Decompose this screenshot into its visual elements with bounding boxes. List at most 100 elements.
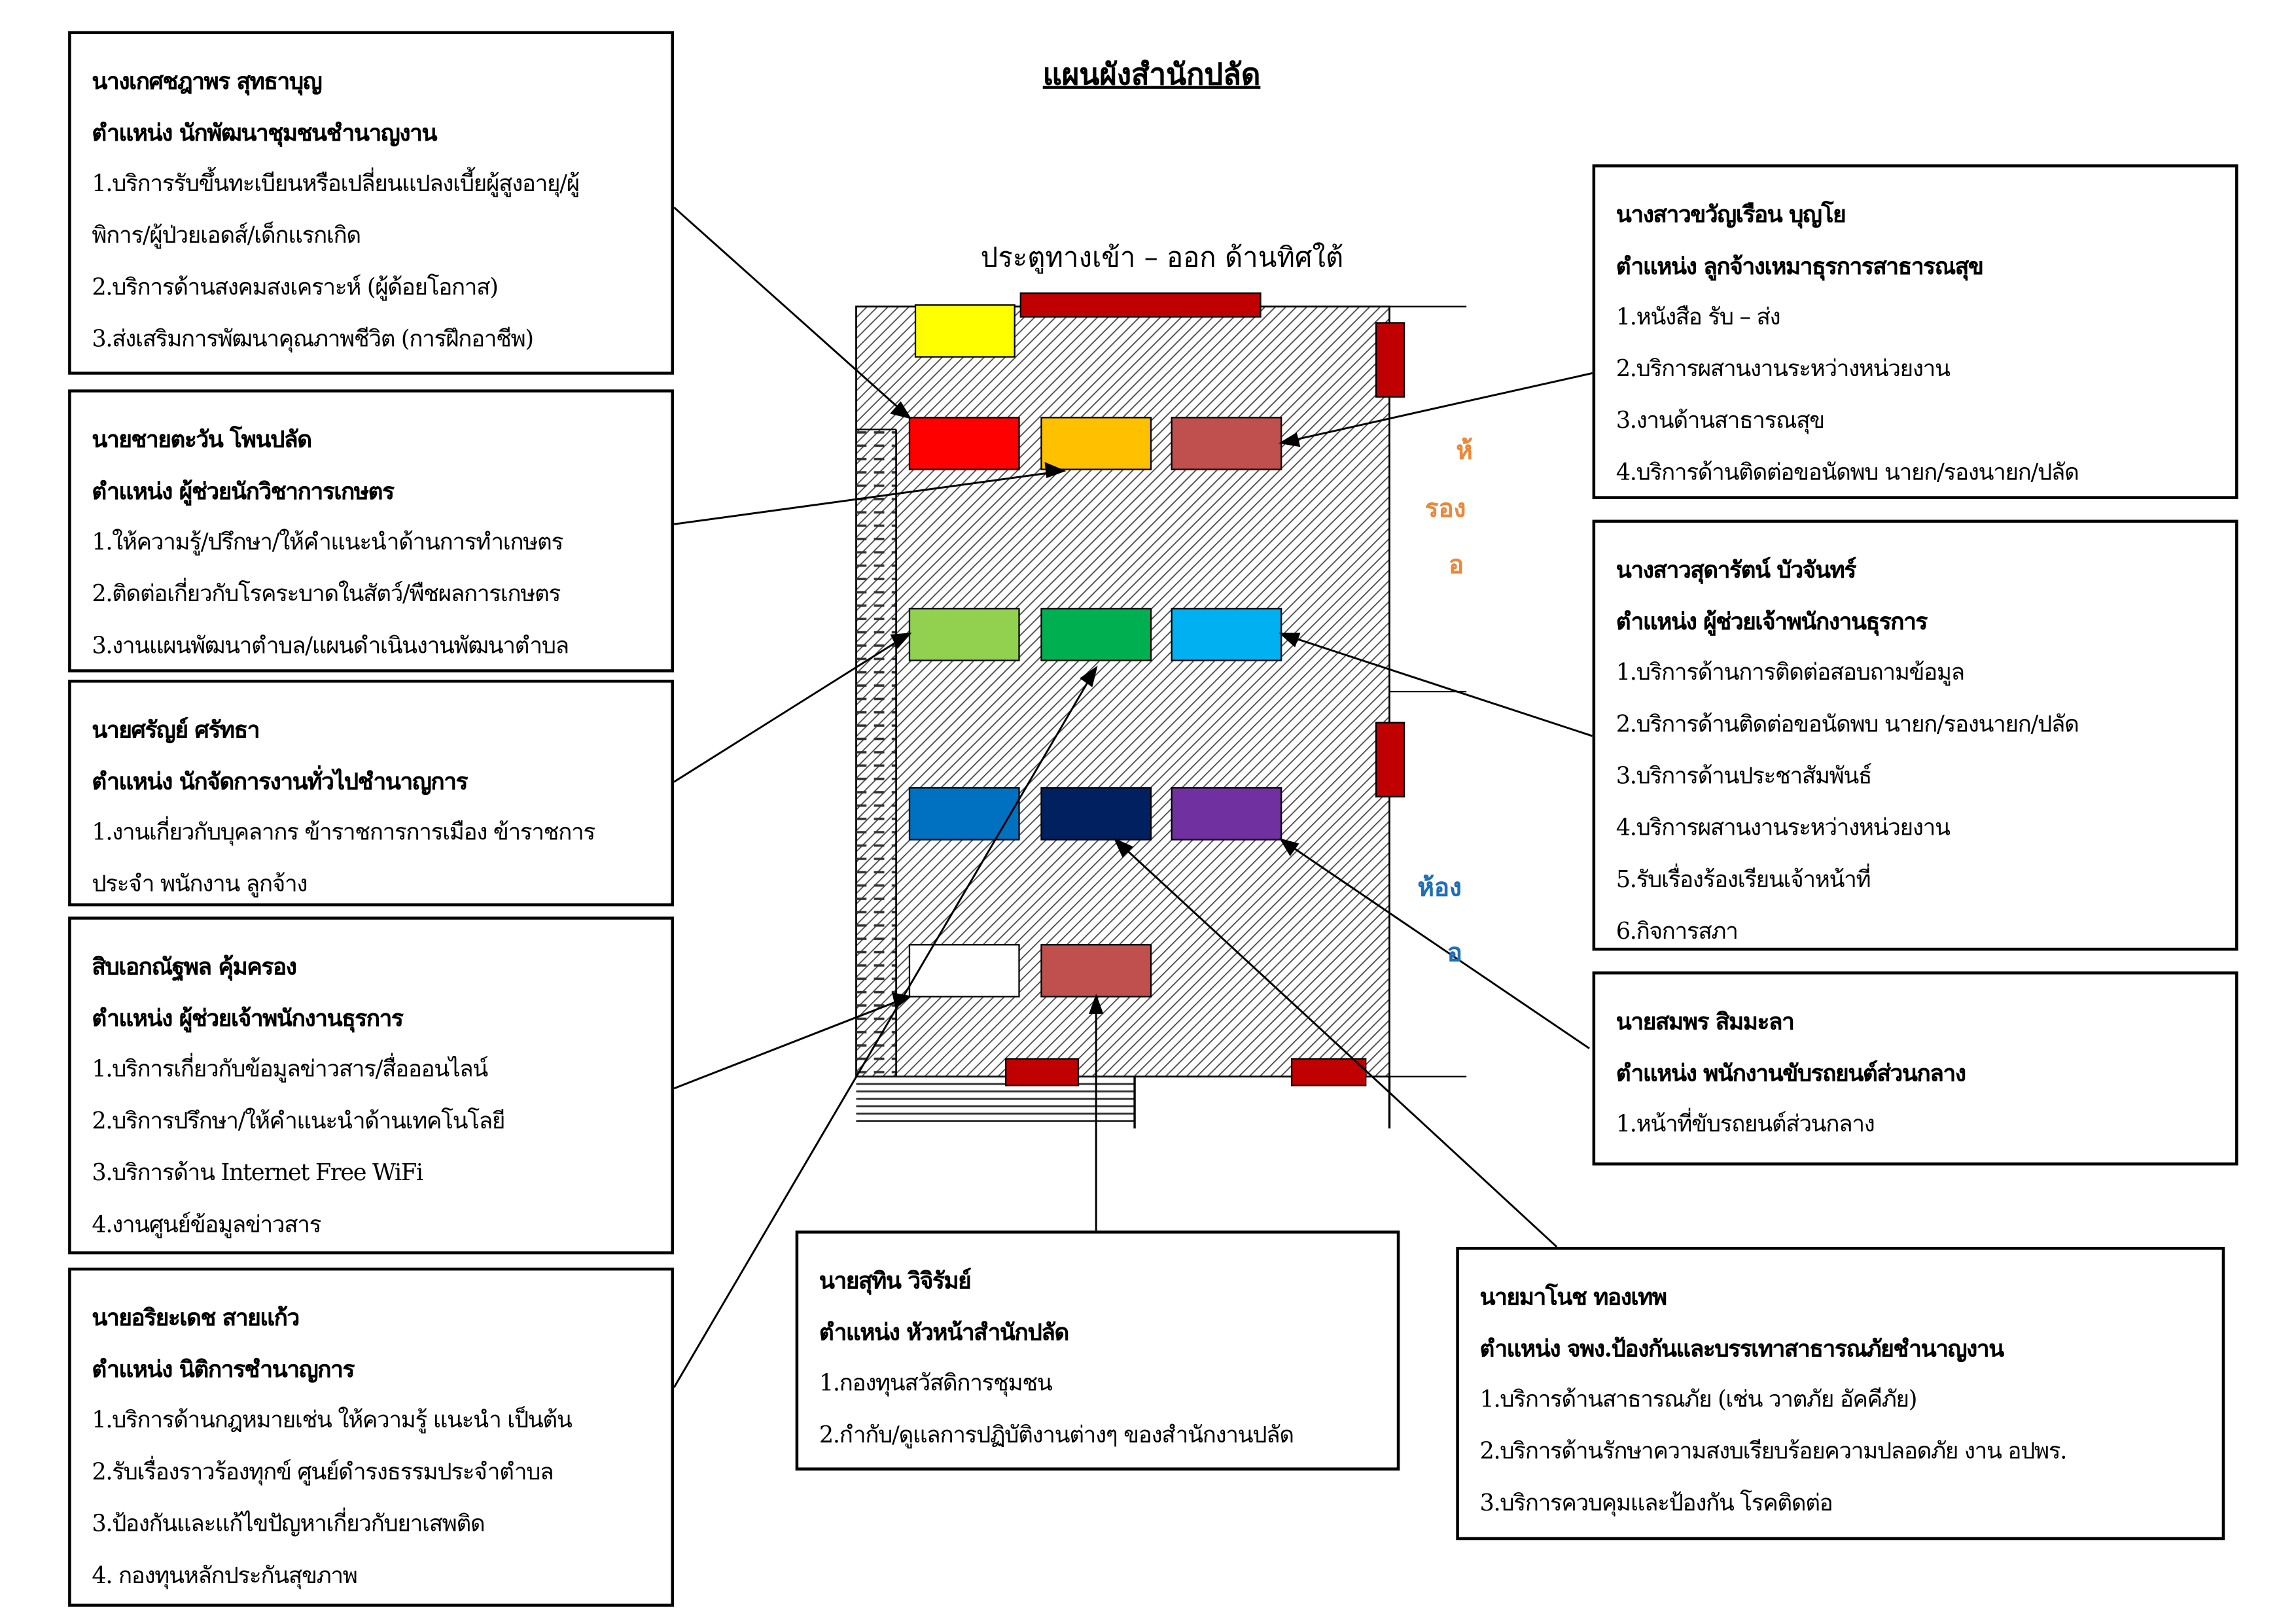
- entrance-steps: [856, 1076, 1135, 1123]
- staff-duty: 1.ให้ความรู้/ปรึกษา/ให้คำแนะนำด้านการทำเ…: [92, 529, 563, 555]
- desk-yellow: [914, 304, 1016, 358]
- desk-green: [1040, 608, 1152, 661]
- staff-duty: 3.บริการด้านประชาสัมพันธ์: [1616, 762, 1873, 790]
- door-bottom-left: [1004, 1058, 1080, 1087]
- staff-duty: 4.งานศูนย์ข้อมูลข่าวสาร: [92, 1211, 321, 1238]
- staff-duty: ประจำ พนักงาน ลูกจ้าง: [92, 871, 308, 898]
- staff-duty: 2.รับเรื่องราวร้องทุกข์ ศูนย์ดำรงธรรมประ…: [92, 1458, 554, 1486]
- desk-nattapon: [908, 944, 1020, 998]
- staff-card-kedchadaporn: นางเกศชฎาพร สุทธาบุญ ตำแหน่ง นักพัฒนาชุม…: [68, 31, 675, 375]
- connector-kwanruean: [1280, 372, 1593, 444]
- door-right-lower: [1375, 722, 1405, 798]
- staff-duty: 1.หนังสือ รับ – ส่ง: [1616, 304, 1781, 330]
- room-label-fragment: ห้: [1456, 436, 1473, 467]
- room-label-fragment: อ: [1448, 551, 1464, 581]
- staff-duty: 1.บริการด้านกฎหมายเช่น ให้ความรู้ แนะนำ …: [92, 1406, 573, 1434]
- connector-sudarat: [1280, 633, 1593, 737]
- staff-name: นางสาวสุดารัตน์ บัวจันทร์: [1616, 555, 1856, 584]
- connector-chaitawan: [673, 470, 1064, 525]
- staff-card-sudarat: นางสาวสุดารัตน์ บัวจันทร์ ตำแหน่ง ผู้ช่ว…: [1592, 519, 2238, 951]
- staff-duty: 2.บริการด้านสงคมสงเคราะห์ (ผู้ด้อยโอกาส): [92, 273, 499, 301]
- staff-duty: 2.บริการด้านรักษาความสงบเรียบร้อยความปลอ…: [1479, 1438, 2068, 1465]
- staff-duty: 3.ส่งเสริมการพัฒนาคุณภาพชีวิต (การฝึกอาช…: [92, 326, 534, 353]
- staff-card-nattapon: สิบเอกณัฐพล คุ้มครอง ตำแหน่ง ผู้ช่วยเจ้า…: [68, 916, 675, 1255]
- corridor-strip: [856, 429, 896, 1077]
- desk-kedchadaporn: [908, 417, 1020, 470]
- staff-name: นายสุทิน วิจิรัมย์: [819, 1266, 972, 1295]
- room-label-fragment: รอง: [1424, 495, 1466, 525]
- staff-duty: 6.กิจการสภา: [1616, 918, 1739, 945]
- room-label-fragment: อ: [1447, 939, 1462, 969]
- staff-position: ตำแหน่ง ผู้ช่วยเจ้าพนักงานธุรการ: [1616, 607, 1928, 636]
- arrowhead: [1089, 994, 1104, 1014]
- staff-card-sutin: นายสุทิน วิจิรัมย์ ตำแหน่ง หัวหน้าสำนักป…: [795, 1230, 1400, 1471]
- arrowhead: [1279, 838, 1299, 856]
- staff-name: สิบเอกณัฐพล คุ้มครอง: [92, 952, 297, 981]
- desk-saran: [908, 608, 1020, 661]
- staff-duty: 4.บริการด้านติดต่อขอนัดพบ นายก/รองนายก/ป…: [1616, 459, 2079, 486]
- staff-card-kwanruean: นางสาวขวัญเรือน บุญโย ตำแหน่ง ลูกจ้างเหม…: [1592, 164, 2238, 499]
- staff-name: นายอริยะเดช สายแก้ว: [92, 1303, 300, 1332]
- staff-duty: 1.กองทุนสวัสดิการชุมชน: [819, 1369, 1053, 1397]
- arrowhead: [1279, 633, 1301, 648]
- arrowhead: [890, 401, 912, 419]
- staff-duty: 4.บริการผสานงานระหว่างหน่วยงาน: [1616, 814, 1951, 841]
- staff-name: นางเกศชฎาพร สุทธาบุญ: [92, 66, 322, 95]
- staff-duty: 2.บริการผสานงานระหว่างหน่วยงาน: [1616, 355, 1951, 383]
- door-right-upper: [1375, 322, 1405, 398]
- staff-position: ตำแหน่ง นิติการชำนาญการ: [92, 1355, 355, 1384]
- desk-blue: [908, 787, 1020, 841]
- staff-duty: 1.หน้าที่ขับรถยนต์ส่วนกลาง: [1616, 1110, 1875, 1138]
- staff-duty: 1.บริการด้านสาธารณภัย (เช่น วาตภัย อัคคี…: [1479, 1386, 1918, 1413]
- door-bottom-right: [1290, 1058, 1367, 1087]
- staff-duty: 3.บริการด้าน Internet Free WiFi: [92, 1159, 423, 1187]
- staff-card-chaitawan: นายชายตะวัน โพนปลัด ตำแหน่ง ผู้ช่วยนักวิ…: [68, 389, 675, 672]
- staff-position: ตำแหน่ง จพง.ป้องกันและบรรเทาสาธารณภัยชำน…: [1479, 1334, 2005, 1363]
- page-title: แผนผังสำนักปลัด: [1042, 56, 1261, 92]
- staff-name: นายสมพร สิมมะลา: [1616, 1007, 1795, 1036]
- desk-chaitawan: [1040, 417, 1152, 470]
- staff-position: ตำแหน่ง ผู้ช่วยนักวิชาการเกษตร: [92, 476, 395, 505]
- desk-manot: [1040, 787, 1152, 841]
- arrowhead: [1279, 432, 1301, 447]
- arrowhead: [1113, 837, 1134, 858]
- staff-card-ariyadet: นายอริยะเดช สายแก้ว ตำแหน่ง นิติการชำนาญ…: [68, 1267, 675, 1607]
- staff-duty: 3.งานด้านสาธารณสุข: [1616, 407, 1825, 434]
- connector-kedchadaporn: [673, 206, 910, 419]
- staff-duty: 3.บริการควบคุมและป้องกัน โรคติดต่อ: [1479, 1490, 1833, 1517]
- staff-duty: พิการ/ผู้ป่วยเอดส์/เด็กแรกเกิด: [92, 222, 361, 249]
- entrance-label: ประตูทางเข้า – ออก ด้านทิศใต้: [980, 243, 1344, 274]
- connector-nattapon: [673, 996, 910, 1090]
- staff-position: ตำแหน่ง นักจัดการงานทั่วไปชำนาญการ: [92, 767, 468, 795]
- room-label-fragment: ห้อง: [1417, 873, 1462, 903]
- staff-position: ตำแหน่ง ลูกจ้างเหมาธุรการสาธารณสุข: [1616, 251, 1984, 280]
- staff-duty: 1.บริการเกี่ยวกับข้อมูลข่าวสาร/สื่อออนไล…: [92, 1056, 488, 1083]
- staff-card-somporn: นายสมพร สิมมะลา ตำแหน่ง พนักงานขับรถยนต์…: [1592, 971, 2238, 1166]
- staff-duty: 2.บริการด้านติดต่อขอนัดพบ นายก/รองนายก/ป…: [1616, 710, 2079, 738]
- staff-position: ตำแหน่ง หัวหน้าสำนักปลัด: [819, 1318, 1069, 1346]
- door-top: [1019, 292, 1262, 318]
- staff-name: นายศรัญย์ ศรัทธา: [92, 715, 260, 744]
- connector-manot: [1114, 839, 1558, 1248]
- staff-name: นายชายตะวัน โพนปลัด: [92, 425, 312, 453]
- desk-sudarat: [1171, 608, 1282, 661]
- arrowhead: [890, 633, 912, 649]
- desk-somporn: [1171, 787, 1282, 841]
- arrowhead: [1044, 462, 1067, 478]
- staff-position: ตำแหน่ง ผู้ช่วยเจ้าพนักงานธุรการ: [92, 1003, 403, 1032]
- staff-duty: 1.บริการรับขึ้นทะเบียนหรือเปลี่ยนแปลงเบี…: [92, 170, 580, 198]
- desk-sutin: [1040, 944, 1152, 998]
- staff-duty: 4. กองทุนหลักประกันสุขภาพ: [92, 1562, 358, 1589]
- staff-duty: 3.งานแผนพัฒนาตำบล/แผนดำเนินงานพัฒนาตำบล: [92, 632, 569, 659]
- staff-duty: 3.ป้องกันและแก้ไขปัญหาเกี่ยวกับยาเสพติด: [92, 1510, 485, 1537]
- staff-name: นายมาโนช ทองเทพ: [1479, 1282, 1668, 1311]
- desk-kwanruean: [1171, 417, 1282, 470]
- connector-somporn: [1280, 839, 1590, 1049]
- staff-duty: 1.บริการด้านการติดต่อสอบถามข้อมูล: [1616, 659, 1965, 686]
- staff-card-manot: นายมาโนช ทองเทพ ตำแหน่ง จพง.ป้องกันและบร…: [1456, 1247, 2225, 1541]
- staff-name: นางสาวขวัญเรือน บุญโย: [1616, 200, 1846, 228]
- arrowhead: [1080, 665, 1098, 688]
- staff-duty: 1.งานเกี่ยวกับบุคลากร ข้าราชการการเมือง …: [92, 818, 595, 846]
- staff-duty: 5.รับเรื่องร้องเรียนเจ้าหน้าที่: [1616, 866, 1871, 894]
